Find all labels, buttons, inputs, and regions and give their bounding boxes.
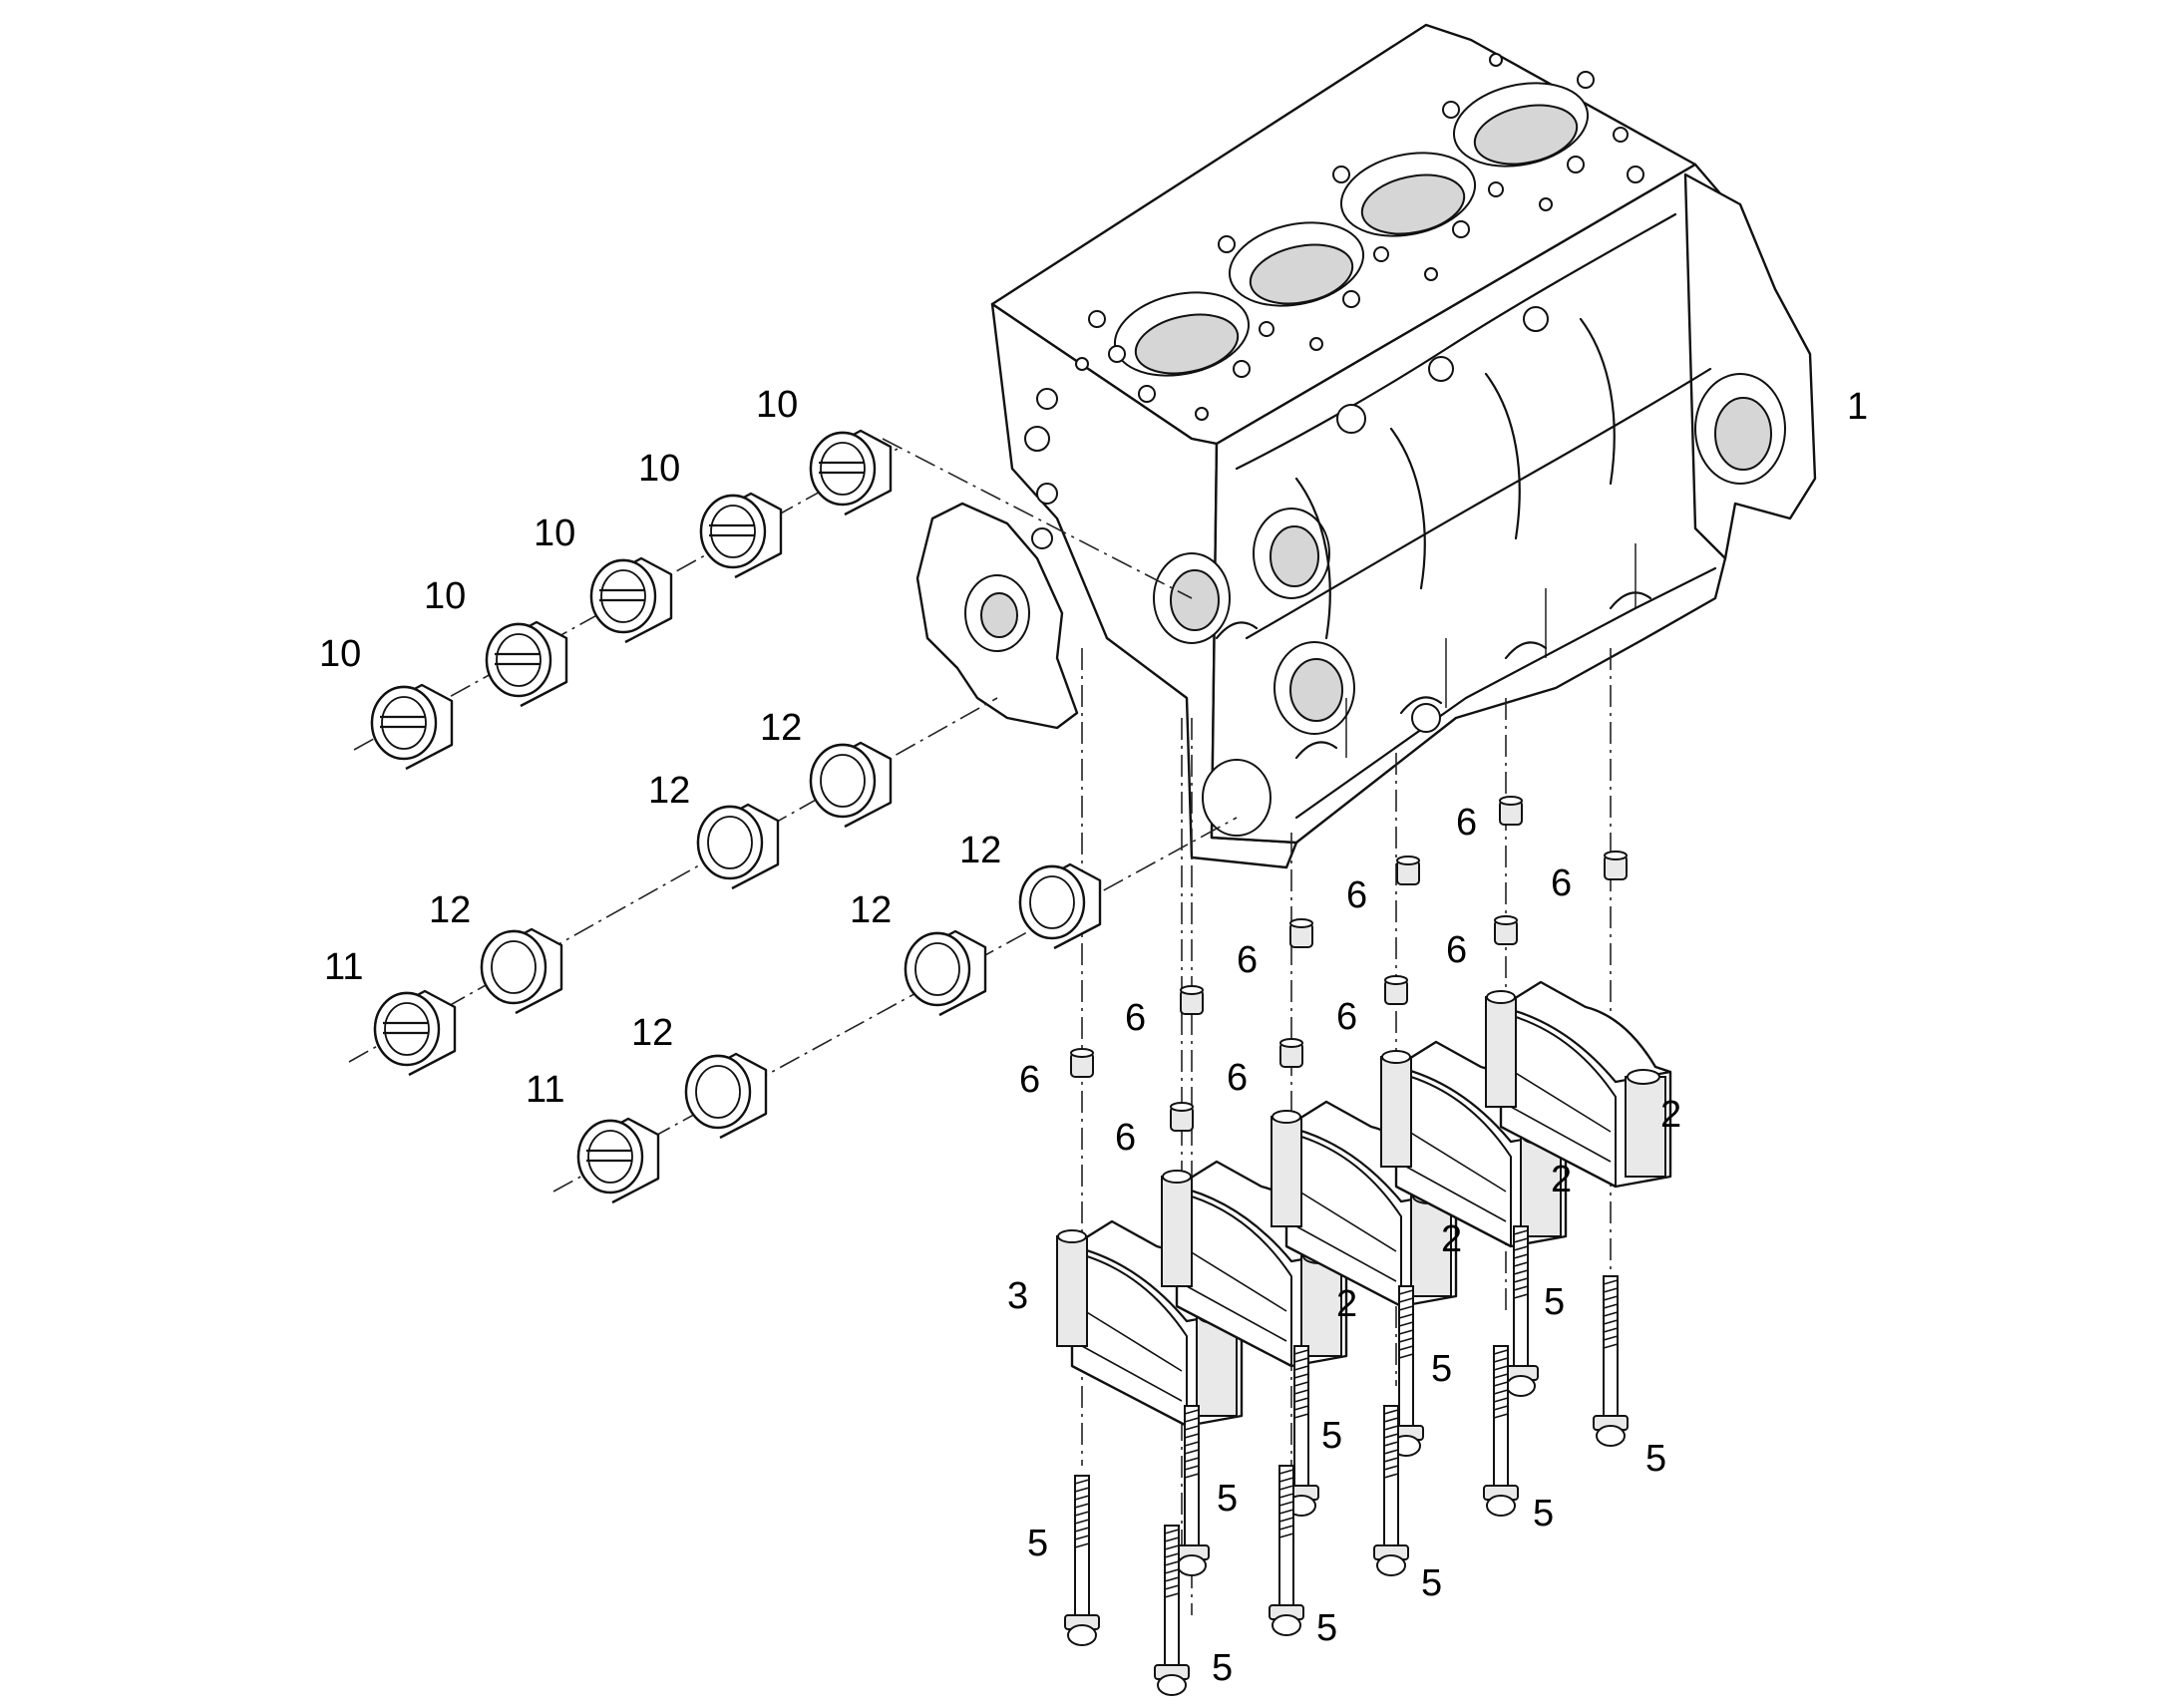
rear-crank-bore-inner [1714,397,1772,471]
callout-12-b: 12 [648,770,690,812]
callout-5-d: 5 [1321,1415,1342,1457]
block-front-face [990,302,1298,869]
front-bore-bottom [1202,759,1272,837]
balance-bearing-11-lower [576,1117,660,1204]
block-ribs [1024,212,1717,820]
callout-10-a: 10 [319,633,361,675]
callout-5-f: 5 [1431,1348,1452,1390]
callout-5-h: 5 [1544,1281,1565,1323]
balance-shaft-bearings [373,741,1102,1204]
callout-2-a: 2 [1660,1094,1681,1136]
callout-5-e: 5 [1316,1607,1337,1649]
callout-6-h: 6 [1446,929,1467,971]
callout-10-e: 10 [756,384,798,426]
balance-bearing-12-e [904,929,987,1017]
callout-10-c: 10 [534,512,575,554]
callout-12-a: 12 [429,889,471,931]
callout-6-c: 6 [1125,997,1146,1039]
callout-12-d: 12 [631,1012,673,1054]
main-bearing-seats [1215,591,1652,760]
cam-bearing-1 [370,683,454,771]
callout-6-j: 6 [1551,862,1572,904]
block-rear-flange [1683,172,1817,560]
deck-bolt-holes [1075,53,1644,421]
callout-2-b: 2 [1551,1159,1572,1200]
balance-bearing-12-f [1018,862,1102,950]
balance-bearing-12-d [684,1052,768,1140]
callout-5-j: 5 [1645,1438,1666,1480]
callout-11-a: 11 [324,946,363,988]
balance-bearing-12-b [696,803,780,890]
callout-labels: 1 2 2 2 2 3 5 5 5 5 5 5 5 5 5 5 6 6 6 6 … [319,384,1868,1689]
callout-3: 3 [1007,1275,1028,1317]
callout-12-c: 12 [760,707,802,749]
timing-plate-bore-inner [980,592,1018,638]
callout-6-d: 6 [1227,1057,1248,1099]
callout-2-d: 2 [1336,1283,1357,1325]
balance-bearing-12-c [809,741,893,829]
callout-6-b: 6 [1115,1117,1136,1159]
callout-1: 1 [1847,386,1868,428]
front-bore-mid-inner [1270,525,1319,587]
callout-5-g: 5 [1421,1562,1442,1604]
callout-12-e: 12 [850,889,892,931]
callout-6-f: 6 [1336,996,1357,1038]
callout-10-b: 10 [424,575,466,617]
cam-bearing-3 [589,556,673,644]
callout-12-f: 12 [959,830,1001,871]
cam-bearing-5 [809,429,893,516]
callout-6-e: 6 [1237,939,1258,981]
callout-5-b: 5 [1217,1478,1238,1520]
callout-5-c: 5 [1212,1647,1233,1689]
front-bore-top-inner [1170,569,1220,631]
callout-2-c: 2 [1441,1218,1462,1260]
callout-10-d: 10 [638,448,680,490]
engine-block [915,23,1817,869]
main-bearing-caps [1055,980,1672,1428]
callout-5-i: 5 [1533,1493,1554,1535]
callout-6-a: 6 [1019,1059,1040,1101]
callout-6-i: 6 [1456,802,1477,844]
cam-bearing-4 [699,492,783,579]
balance-bearing-12-a [480,927,563,1015]
callout-11-b: 11 [526,1069,564,1111]
callout-5-a: 5 [1027,1523,1048,1564]
cylinder-bore-2-inner [1249,243,1354,305]
cylinder-bore-3-inner [1360,173,1466,235]
cam-bearing-2 [485,620,568,708]
front-bore-lower-inner [1289,658,1343,722]
callout-6-g: 6 [1346,874,1367,916]
cylinder-bore-4-inner [1473,104,1579,166]
balance-bearing-11-upper [373,989,457,1077]
cylinder-bore-1-inner [1134,313,1240,375]
